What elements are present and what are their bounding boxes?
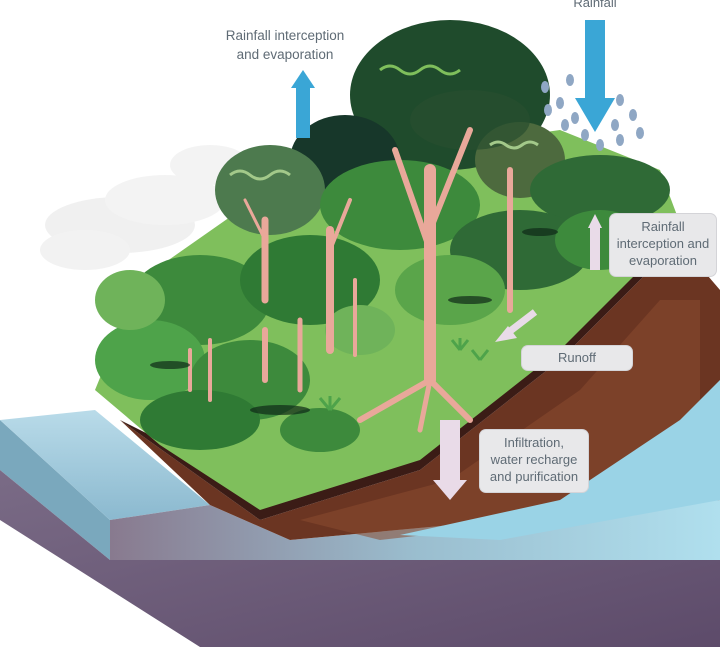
raindrops: [541, 74, 644, 151]
mist-clouds: [40, 145, 250, 270]
tree-trunks: [188, 127, 513, 433]
forest-shadows: [150, 228, 558, 415]
infiltration-arrow: [433, 420, 467, 500]
runoff-label: Runoff: [522, 346, 632, 370]
runoff-arrow: [495, 309, 538, 342]
forest-canopy: [95, 20, 670, 452]
rainfall-arrow: [575, 20, 615, 132]
interception-top-label: Rainfall interception and evaporation: [225, 28, 345, 62]
rainfall-label: Rainfall: [573, 0, 617, 10]
interception-right-arrow: [588, 214, 602, 270]
understory-plants: [318, 338, 490, 411]
infiltration-label: Infiltration, water recharge and purific…: [480, 430, 588, 492]
interception-right-label: Rainfall interception and evaporation: [610, 214, 716, 276]
interception-top-arrow: [291, 70, 315, 138]
